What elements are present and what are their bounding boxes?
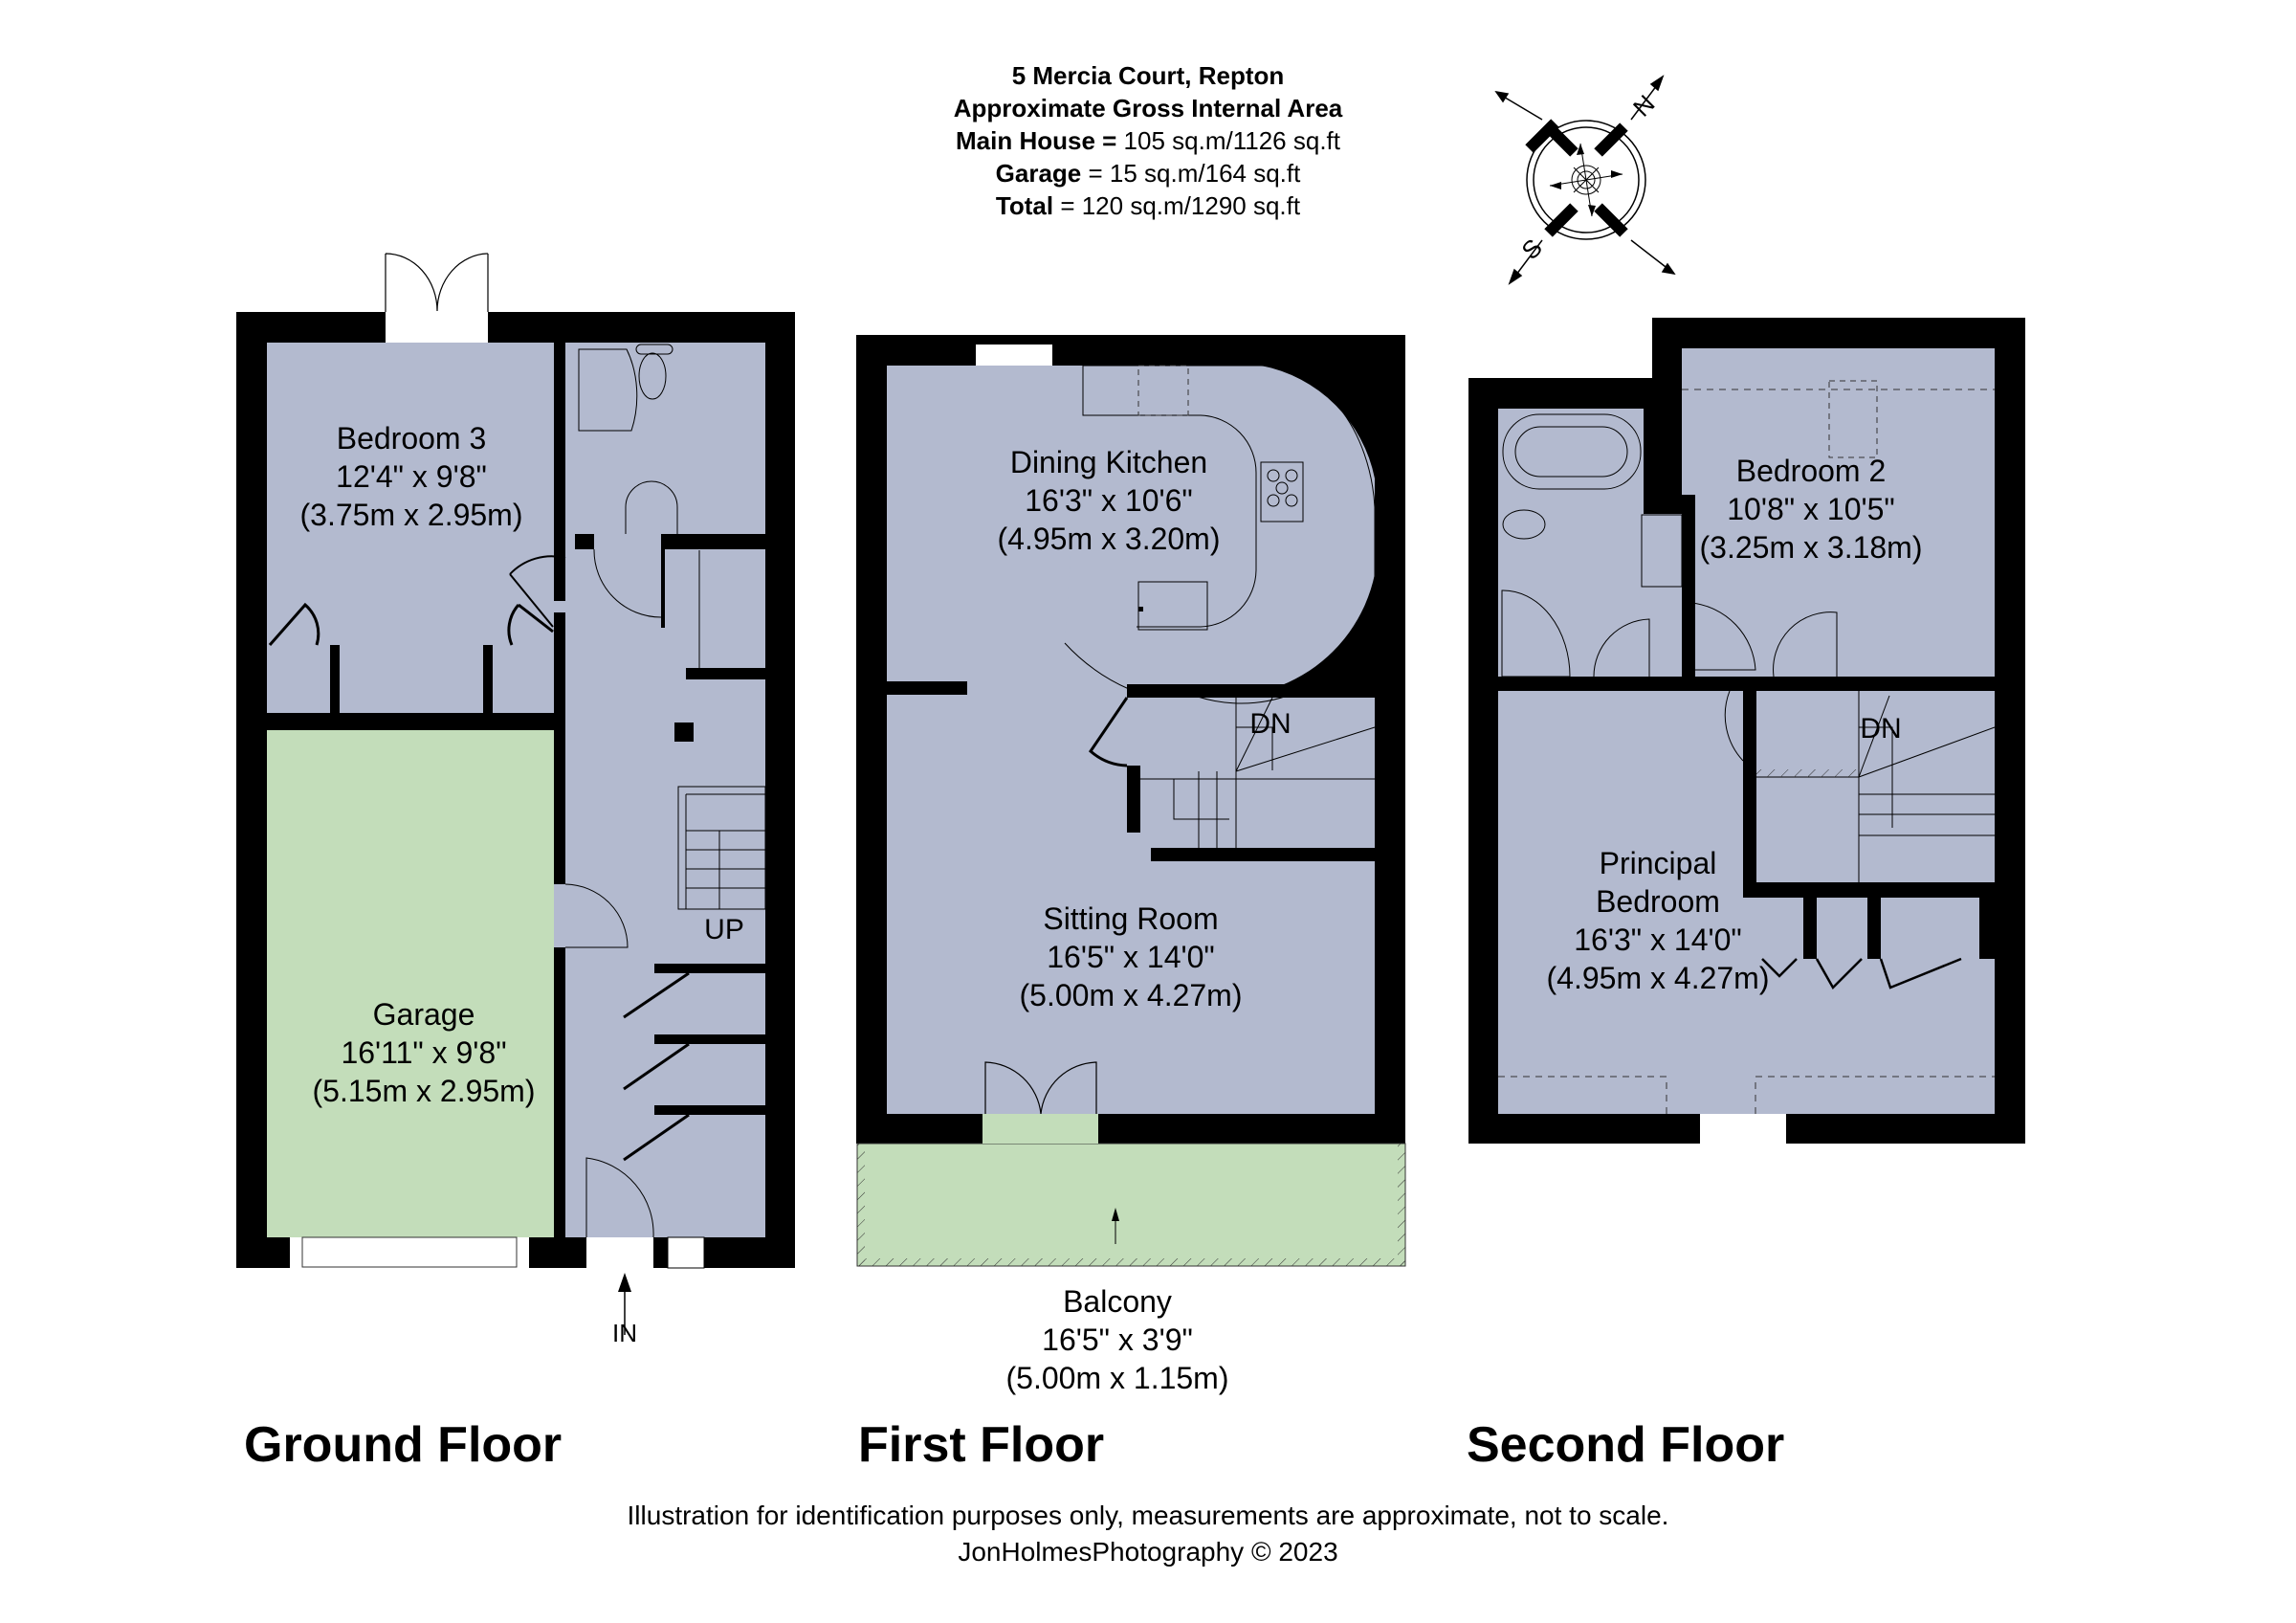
ground-floor-plan bbox=[236, 253, 795, 1335]
stairs-up-label: UP bbox=[704, 914, 744, 945]
area-total: Total = 120 sq.m/1290 sq.ft bbox=[995, 191, 1301, 220]
area-main-house: Main House = 105 sq.m/1126 sq.ft bbox=[956, 126, 1340, 155]
hallway-area bbox=[565, 343, 765, 1237]
room-label-garage: Garage 16'11" x 9'8" (5.15m x 2.95m) bbox=[312, 997, 536, 1108]
room-label-bedroom-3: Bedroom 3 12'4" x 9'8" (3.75m x 2.95m) bbox=[299, 421, 523, 532]
area-subtitle: Approximate Gross Internal Area bbox=[953, 94, 1343, 122]
room-label-bedroom-2: Bedroom 2 10'8" x 10'5" (3.25m x 3.18m) bbox=[1699, 454, 1923, 565]
balcony-area bbox=[856, 1143, 1406, 1267]
area-summary: 5 Mercia Court, Repton Approximate Gross… bbox=[861, 59, 1435, 222]
floor-title-second: Second Floor bbox=[1467, 1417, 1785, 1473]
room-label-sitting-room: Sitting Room 16'5" x 14'0" (5.00m x 4.27… bbox=[1019, 901, 1243, 1012]
bathroom-area bbox=[1498, 409, 1644, 677]
compass-rose-icon: N S bbox=[1494, 75, 1676, 285]
stairs-down-label-first: DN bbox=[1249, 708, 1292, 740]
stairs-down-label-second: DN bbox=[1860, 713, 1902, 745]
floor-title-first: First Floor bbox=[858, 1417, 1105, 1473]
second-floor-plan bbox=[1468, 318, 2025, 1144]
room-label-balcony: Balcony 16'5" x 3'9" (5.00m x 1.15m) bbox=[1005, 1284, 1229, 1395]
garage-area bbox=[267, 730, 554, 1237]
entrance-label: IN bbox=[612, 1319, 637, 1347]
disclaimer: Illustration for identification purposes… bbox=[627, 1501, 1669, 1530]
bedroom-2-area bbox=[1682, 348, 1995, 677]
room-label-principal-bedroom: Principal Bedroom 16'3" x 14'0" (4.95m x… bbox=[1546, 846, 1770, 995]
copyright-credit: JonHolmesPhotography © 2023 bbox=[958, 1537, 1338, 1567]
floor-title-ground: Ground Floor bbox=[244, 1417, 563, 1473]
sitting-room-area bbox=[887, 684, 1375, 1114]
room-label-dining-kitchen: Dining Kitchen 16'3" x 10'6" (4.95m x 3.… bbox=[997, 445, 1221, 556]
area-garage: Garage = 15 sq.m/164 sq.ft bbox=[995, 159, 1301, 188]
bedroom-3-area bbox=[267, 343, 554, 721]
property-title: 5 Mercia Court, Repton bbox=[1011, 61, 1285, 90]
first-floor-plan bbox=[856, 335, 1406, 1267]
